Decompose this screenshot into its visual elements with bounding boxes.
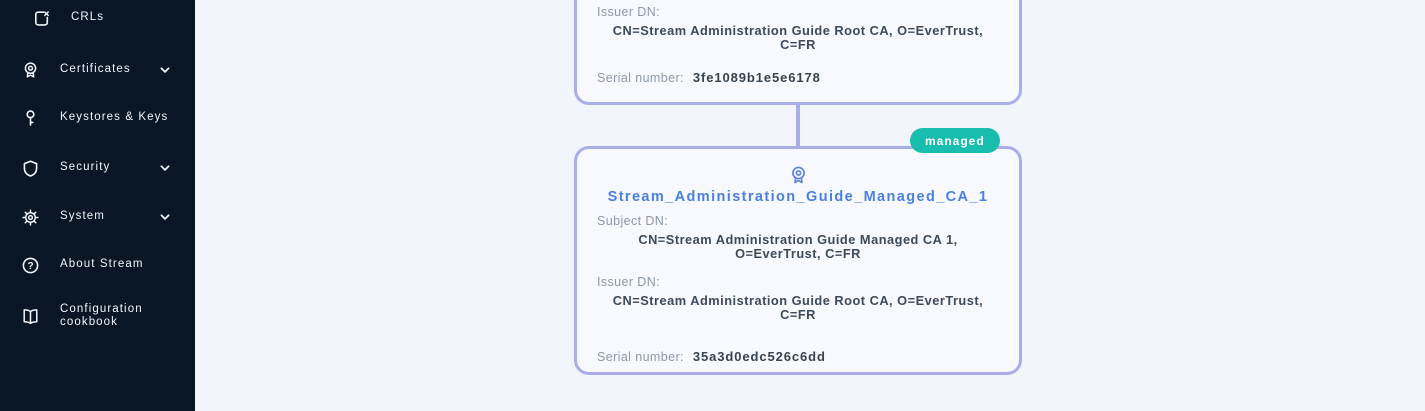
- sidebar-item-label: System: [60, 210, 105, 223]
- issuer-dn-value: CN=Stream Administration Guide Root CA, …: [612, 293, 984, 322]
- subject-dn-value: CN=Stream Administration Guide Managed C…: [638, 232, 958, 261]
- chevron-down-icon: [158, 63, 172, 77]
- serial-number-row: Serial number: 35a3d0edc526c6dd: [597, 341, 999, 364]
- certificate-icon: [20, 60, 41, 81]
- crl-icon: [31, 8, 52, 29]
- issuer-dn-label: Issuer DN:: [597, 5, 661, 19]
- sidebar-item-label: Configuration cookbook: [60, 302, 143, 329]
- sidebar-item-label: CRLs: [71, 11, 105, 24]
- sidebar-item-label: Security: [60, 161, 111, 174]
- ca-name-link[interactable]: Stream_Administration_Guide_Managed_CA_1: [607, 189, 989, 205]
- svg-text:?: ?: [27, 261, 33, 272]
- chevron-down-icon: [158, 161, 172, 175]
- sidebar-item-security[interactable]: Security: [0, 156, 195, 180]
- sidebar-item-keystores-keys[interactable]: Keystores & Keys: [0, 106, 195, 130]
- issuer-dn-value: CN=Stream Administration Guide Root CA, …: [612, 23, 984, 52]
- sidebar-item-label: Keystores & Keys: [60, 111, 169, 124]
- key-icon: [20, 108, 41, 129]
- sidebar-item-label: Certificates: [60, 63, 131, 76]
- certificate-icon: [597, 164, 999, 187]
- root-ca-card[interactable]: Issuer DN: CN=Stream Administration Guid…: [574, 0, 1022, 105]
- tree-connector-line: [796, 103, 800, 148]
- managed-status-badge: managed: [910, 128, 1000, 153]
- sidebar-item-crls[interactable]: CRLs: [0, 6, 195, 30]
- subject-dn-label: Subject DN:: [597, 214, 669, 228]
- managed-ca-card[interactable]: Stream_Administration_Guide_Managed_CA_1…: [574, 146, 1022, 375]
- serial-number-label: Serial number:: [597, 71, 684, 86]
- sidebar-item-label: About Stream: [60, 258, 144, 271]
- serial-number-value: 35a3d0edc526c6dd: [692, 349, 826, 365]
- gear-icon: [20, 207, 41, 228]
- book-icon: [20, 306, 41, 327]
- sidebar-item-system[interactable]: System: [0, 205, 195, 229]
- sidebar-item-certificates[interactable]: Certificates: [0, 58, 195, 82]
- issuer-dn-label: Issuer DN:: [597, 275, 661, 290]
- ca-tree-panel: Issuer DN: CN=Stream Administration Guid…: [195, 0, 1425, 411]
- help-icon: ?: [20, 255, 41, 276]
- serial-number-row: Serial number: 3fe1089b1e5e6178: [597, 70, 999, 85]
- chevron-down-icon: [158, 210, 172, 224]
- serial-number-label: Serial number:: [597, 350, 684, 365]
- sidebar-item-configuration-cookbook[interactable]: Configuration cookbook: [0, 299, 195, 333]
- sidebar: CRLs Certificates: [0, 0, 195, 411]
- serial-number-value: 3fe1089b1e5e6178: [692, 70, 821, 86]
- shield-icon: [20, 158, 41, 179]
- sidebar-item-about-stream[interactable]: ? About Stream: [0, 253, 195, 277]
